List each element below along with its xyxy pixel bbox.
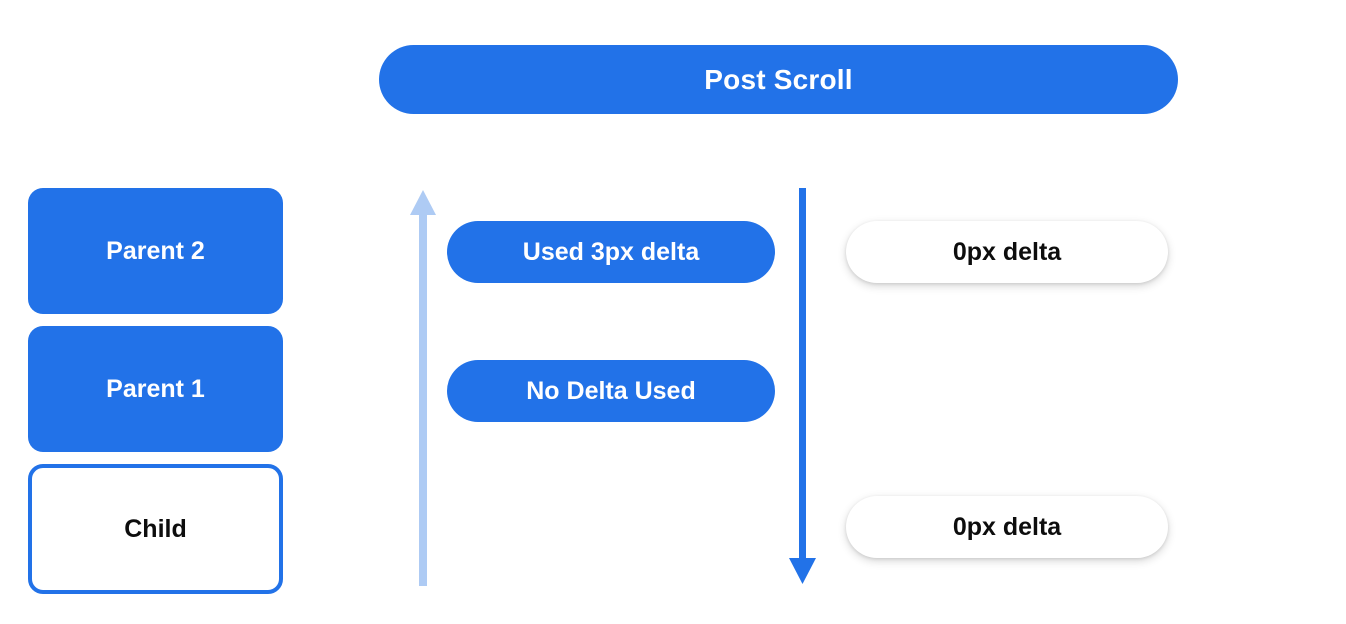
node-stack: Parent 2 Parent 1 Child [28,188,283,594]
post-scroll-header: Post Scroll [379,45,1178,114]
node-child-label: Child [124,514,187,543]
node-parent-2-label: Parent 2 [106,236,205,265]
used-delta-pill: Used 3px delta [447,221,775,283]
zero-delta-pill-bottom-label: 0px delta [952,512,1062,541]
node-parent-2: Parent 2 [28,188,283,314]
node-parent-1: Parent 1 [28,326,283,452]
node-parent-1-label: Parent 1 [106,374,205,403]
post-scroll-header-label: Post Scroll [704,63,853,95]
zero-delta-pill-bottom: 0px delta [846,496,1168,558]
node-child: Child [28,464,283,594]
no-delta-pill-label: No Delta Used [526,376,696,405]
scroll-down-arrow [781,188,825,586]
zero-delta-pill-top: 0px delta [846,221,1168,283]
no-delta-pill: No Delta Used [447,360,775,422]
zero-delta-pill-top-label: 0px delta [952,237,1062,266]
used-delta-pill-label: Used 3px delta [522,237,700,266]
scroll-up-arrow [403,188,443,586]
